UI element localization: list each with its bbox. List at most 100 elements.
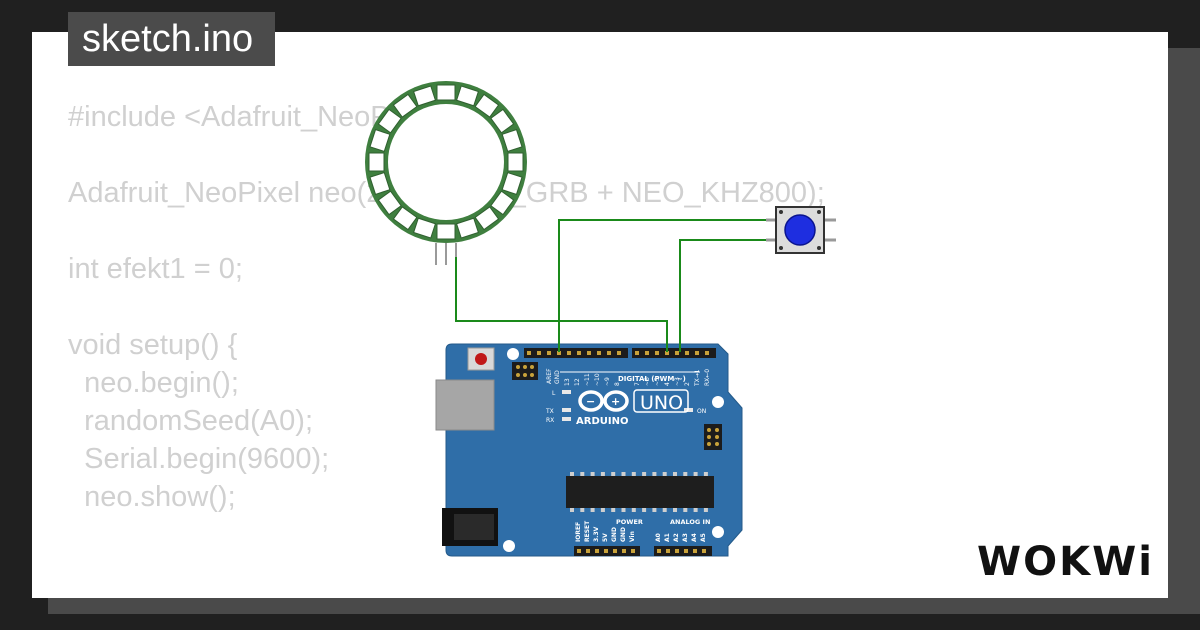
chip-pin bbox=[600, 472, 605, 476]
header-pin bbox=[622, 549, 626, 553]
digital-pin-label: ~5 bbox=[654, 377, 661, 386]
ring-pixel-led bbox=[413, 85, 437, 107]
analog-header bbox=[654, 546, 712, 556]
ring-pixel-led bbox=[369, 171, 391, 195]
power-pin-label: IOREF bbox=[575, 522, 582, 542]
ring-pixel bbox=[474, 93, 500, 118]
ring-pixel-led bbox=[490, 108, 515, 134]
ring-pixel bbox=[474, 206, 500, 231]
chip-pin bbox=[703, 508, 708, 512]
arduino-infinity-icon bbox=[578, 390, 629, 412]
ring-pixel bbox=[369, 129, 391, 153]
ring-pixel-led bbox=[377, 190, 402, 216]
usb-connector bbox=[435, 379, 495, 431]
ring-pixel-led bbox=[413, 217, 437, 239]
analog-pin-label: A4 bbox=[691, 533, 698, 542]
header-pin bbox=[665, 351, 669, 355]
ring-pixel bbox=[377, 190, 402, 216]
header-pin bbox=[705, 351, 709, 355]
ring-pixel bbox=[490, 108, 515, 134]
ring-pixel bbox=[413, 217, 437, 239]
ring-pixel bbox=[369, 171, 391, 195]
digital-pin-label: 4 bbox=[664, 382, 671, 386]
pushbutton-cap[interactable] bbox=[784, 214, 816, 246]
header-pin bbox=[557, 351, 561, 355]
header-pin bbox=[693, 549, 697, 553]
chip-pin bbox=[580, 508, 585, 512]
mount-hole bbox=[503, 540, 515, 552]
mount-hole bbox=[507, 348, 519, 360]
ring-pixel-led bbox=[392, 93, 418, 118]
header-pin bbox=[577, 351, 581, 355]
analog-pin-label: A5 bbox=[700, 533, 707, 542]
chip-pin bbox=[570, 508, 574, 512]
ring-pixel bbox=[368, 152, 385, 172]
ring-pixel-led bbox=[474, 93, 500, 118]
digital-pin-label: 7 bbox=[634, 382, 641, 386]
reset-button-cap bbox=[475, 353, 487, 365]
header-pin bbox=[685, 351, 689, 355]
analog-label: ANALOG IN bbox=[670, 518, 710, 526]
power-pin-label: GND bbox=[620, 527, 627, 542]
pushbutton[interactable] bbox=[766, 206, 836, 254]
chip-pin bbox=[703, 472, 708, 476]
ring-pixel-led bbox=[507, 152, 524, 172]
microcontroller-chip bbox=[566, 476, 714, 508]
header-pin bbox=[675, 351, 679, 355]
code-line: Serial.begin(9600); bbox=[68, 443, 330, 475]
power-pin-label: 3.3V bbox=[593, 526, 600, 542]
chip-pin bbox=[590, 508, 595, 512]
digital-header-left bbox=[524, 348, 628, 358]
ring-pixel bbox=[455, 217, 479, 239]
header-pin bbox=[547, 351, 551, 355]
chip-pin bbox=[662, 472, 667, 476]
neopixel-ring[interactable] bbox=[365, 81, 527, 265]
chip-pin bbox=[642, 472, 647, 476]
wokwi-logo: WOKWi bbox=[977, 539, 1152, 585]
ring-pixel-led bbox=[501, 129, 523, 153]
chip-pin bbox=[590, 472, 595, 476]
ring-pixel-led bbox=[436, 223, 456, 240]
pushbutton-corner bbox=[779, 246, 783, 250]
wires bbox=[455, 219, 779, 352]
icsp-header-2 bbox=[704, 424, 722, 450]
ring-pixel bbox=[392, 206, 418, 231]
header-pin bbox=[587, 351, 591, 355]
chip-pin bbox=[580, 472, 585, 476]
header-pin bbox=[607, 351, 611, 355]
header-pin bbox=[657, 549, 661, 553]
ring-pixel bbox=[490, 190, 515, 216]
ring-pixels bbox=[368, 84, 524, 240]
chip-pin bbox=[621, 472, 626, 476]
uno-label-box bbox=[633, 389, 689, 413]
wire-button-2 bbox=[679, 239, 779, 352]
aref-label: AREF bbox=[546, 368, 553, 384]
power-label: POWER bbox=[616, 518, 643, 526]
digital-pin-label: 12 bbox=[574, 378, 581, 386]
chip-pin bbox=[673, 472, 677, 476]
brand-label: ARDUINO bbox=[576, 416, 628, 427]
ring-pins bbox=[435, 243, 457, 265]
logo-plus-icon: + bbox=[611, 395, 620, 408]
led-on-label: ON bbox=[697, 408, 706, 415]
power-pin-label: Vin bbox=[629, 531, 636, 542]
header-pin bbox=[597, 351, 601, 355]
power-pin-label: 5V bbox=[602, 533, 609, 542]
analog-pin-label: A0 bbox=[655, 533, 662, 542]
digital-pin-label: TX→1 bbox=[694, 369, 701, 387]
chip-pins bbox=[570, 472, 708, 512]
ring-pixel bbox=[377, 108, 402, 134]
ring-pixel-led bbox=[455, 217, 479, 239]
header-pin bbox=[695, 351, 699, 355]
chip-pin bbox=[631, 508, 636, 512]
file-name-tab[interactable]: sketch.ino bbox=[68, 12, 276, 66]
led-rx-label: RX bbox=[546, 417, 554, 424]
header-pin bbox=[635, 351, 639, 355]
header-pin bbox=[655, 351, 659, 355]
ring-pixel-led bbox=[377, 108, 402, 134]
digital-pin-label: ~10 bbox=[594, 373, 601, 386]
ring-pixel-led bbox=[392, 206, 418, 231]
led-tx bbox=[562, 408, 571, 412]
